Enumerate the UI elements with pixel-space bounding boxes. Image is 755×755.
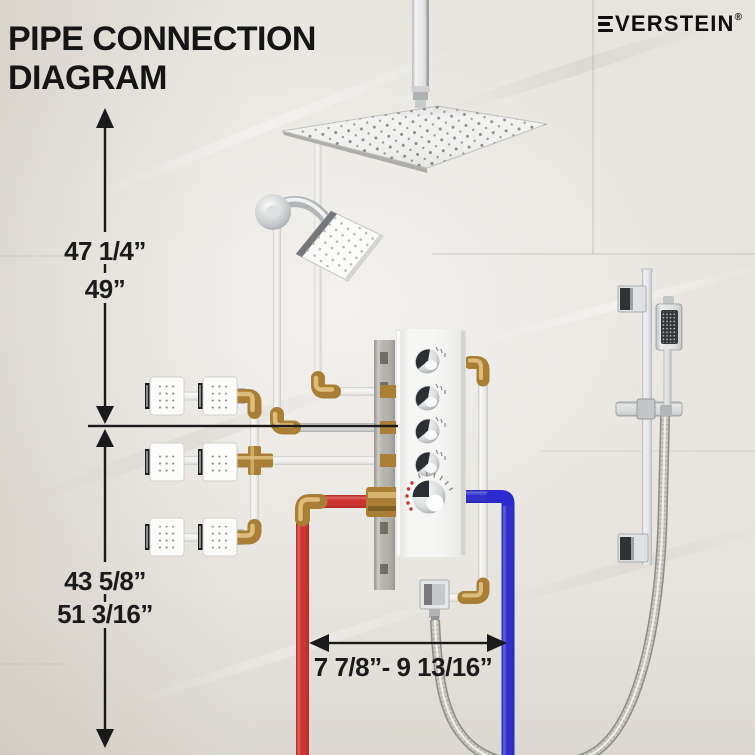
temperature-scale-hot — [405, 481, 414, 511]
hand-shower-outlet-piping — [419, 356, 490, 622]
brass-hot-inlet — [366, 487, 398, 517]
jet-vertical-pipe-lower — [250, 474, 259, 532]
body-jet — [198, 376, 238, 416]
dimension-arrow-up — [96, 429, 114, 447]
body-jet — [145, 517, 185, 557]
page-title: PIPE CONNECTION DIAGRAM — [8, 20, 316, 98]
slide-bar-bracket-bottom — [617, 533, 649, 563]
rain-shower-arm — [411, 0, 430, 108]
valve-knob[interactable] — [414, 449, 446, 477]
slide-bar — [615, 268, 683, 565]
brass-elbow-outlet-bottom — [457, 577, 490, 604]
slide-bar-bracket-top — [617, 285, 647, 313]
temperature-scale-ticks — [417, 471, 454, 491]
rain-shower-head — [281, 105, 549, 173]
wall-shower-head — [295, 210, 384, 282]
shower-hose — [430, 413, 670, 755]
body-jet — [198, 517, 238, 557]
width-dimension-line — [317, 641, 499, 645]
body-jet — [145, 376, 185, 416]
valve-knob[interactable] — [414, 416, 446, 444]
dimension-arrow-left — [309, 634, 329, 652]
hose-nut — [660, 405, 672, 416]
thermostat-knob[interactable] — [405, 471, 454, 514]
thermostatic-valve — [396, 329, 466, 557]
page-title-line2: DIAGRAM — [8, 59, 167, 97]
dim-label-lower-primary: 43 5/8” — [64, 566, 146, 596]
hand-shower-drop-pipe — [478, 372, 488, 596]
hot-water-pipe — [295, 494, 372, 755]
valve-knob[interactable] — [414, 383, 446, 411]
brass-port — [380, 454, 396, 467]
body-jet — [198, 442, 238, 482]
brand-mark-icon — [598, 16, 613, 32]
brass-elbow-row1 — [231, 389, 262, 419]
brass-elbow-rain-shower-branch — [311, 371, 341, 399]
page-title-line1: PIPE CONNECTION — [8, 20, 316, 58]
dim-label-upper-secondary: 49” — [84, 274, 126, 304]
dim-label-width-range: 7 7/8”- 9 13/16” — [313, 652, 493, 682]
brass-port — [380, 385, 396, 398]
wall-shower-flange — [255, 194, 291, 230]
brass-elbow-outlet-top — [463, 356, 490, 387]
dim-label-lower-secondary: 51 3/16” — [57, 599, 153, 629]
dimension-vertical-line — [103, 120, 107, 232]
valve-branch-pipe-rain-shower — [330, 387, 392, 396]
body-jets — [145, 376, 238, 557]
dimension-arrow-up — [96, 108, 114, 128]
dimension-arrow-down — [96, 406, 114, 424]
brass-cross-fitting — [236, 446, 273, 475]
brass-port — [380, 421, 396, 434]
dim-label-upper-primary: 47 1/4” — [64, 236, 146, 266]
hand-shower-wall-outlet — [419, 579, 450, 622]
brand-wordmark: VERSTEIN — [615, 11, 735, 36]
brass-elbow-hot — [295, 494, 328, 527]
valve-knob[interactable] — [414, 346, 446, 374]
valve-branch-pipe-jets — [270, 456, 392, 465]
reference-line — [88, 424, 398, 428]
dimension-arrow-down — [96, 729, 114, 748]
registered-mark: ® — [734, 12, 742, 23]
brass-elbow-row3 — [230, 519, 262, 545]
wall-shower-supply-pipe — [273, 221, 281, 421]
dimension-annotations — [88, 108, 507, 748]
valve-branch-pipe-wall-shower — [290, 423, 392, 432]
brand-logo: VERSTEIN ® — [598, 12, 742, 36]
body-jet — [145, 442, 185, 482]
hand-shower-wand[interactable] — [655, 296, 683, 416]
dimension-arrow-right — [487, 634, 507, 652]
slide-bar-holder[interactable] — [615, 398, 683, 420]
